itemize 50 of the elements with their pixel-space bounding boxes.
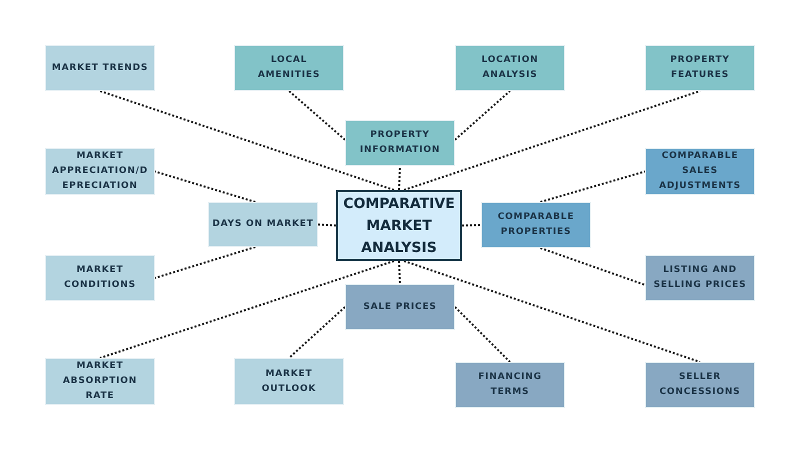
dotted-connector xyxy=(154,246,256,279)
box-label: SELLER CONCESSIONS xyxy=(658,371,742,399)
dotted-connector xyxy=(404,260,700,363)
dotted-connector xyxy=(154,170,256,203)
topic-box xyxy=(45,358,155,405)
dotted-connector xyxy=(398,260,401,284)
dotted-connector xyxy=(318,224,336,226)
dotted-connector xyxy=(454,306,511,363)
dotted-connector xyxy=(398,166,401,190)
dotted-connector xyxy=(540,170,646,203)
box-label: MARKET ABSORPTION RATE xyxy=(62,360,138,403)
topic-box xyxy=(645,45,755,91)
dotted-connector xyxy=(454,90,511,141)
box-label: LOCAL AMENITIES xyxy=(256,54,322,82)
box-label: PROPERTY FEATURES xyxy=(669,54,731,82)
topic-box xyxy=(345,120,455,166)
dotted-connector xyxy=(288,90,346,141)
dotted-connector xyxy=(288,306,346,359)
topic-box xyxy=(645,255,755,301)
topic-box xyxy=(234,358,344,405)
box-label: MARKET APPRECIATION/DEPRECIATION xyxy=(50,150,150,193)
topic-box xyxy=(208,202,318,247)
dotted-connector xyxy=(462,224,482,226)
dotted-connector xyxy=(100,90,394,191)
box-label: LISTING AND SELLING PRICES xyxy=(652,264,748,292)
box-label: PROPERTY INFORMATION xyxy=(358,129,442,157)
topic-box xyxy=(45,255,155,301)
topic-box xyxy=(645,148,755,195)
box-label: MARKET OUTLOOK xyxy=(260,368,318,396)
topic-box xyxy=(645,362,755,408)
dotted-connector xyxy=(540,247,646,286)
topic-box xyxy=(45,45,155,91)
topic-box xyxy=(345,284,455,330)
box-label: COMPARATIVE MARKET ANALYSIS xyxy=(342,194,456,258)
box-label: LOCATION ANALYSIS xyxy=(480,54,540,82)
box-label: SALE PRICES xyxy=(363,300,437,314)
box-label: COMPARABLE SALES ADJUSTMENTS xyxy=(658,150,742,193)
topic-box xyxy=(455,362,565,408)
box-label: MARKET TRENDS xyxy=(52,62,148,74)
box-label: DAYS ON MARKET xyxy=(212,218,314,231)
central-box xyxy=(336,190,462,261)
topic-box xyxy=(455,45,565,91)
box-label: MARKET CONDITIONS xyxy=(63,264,137,292)
box-label: COMPARABLE PROPERTIES xyxy=(496,211,576,239)
dotted-connector xyxy=(100,260,394,359)
topic-box xyxy=(234,45,344,91)
topic-box xyxy=(45,148,155,195)
box-label: FINANCING TERMS xyxy=(477,371,543,399)
topic-box xyxy=(481,202,591,248)
dotted-connector xyxy=(404,90,700,191)
